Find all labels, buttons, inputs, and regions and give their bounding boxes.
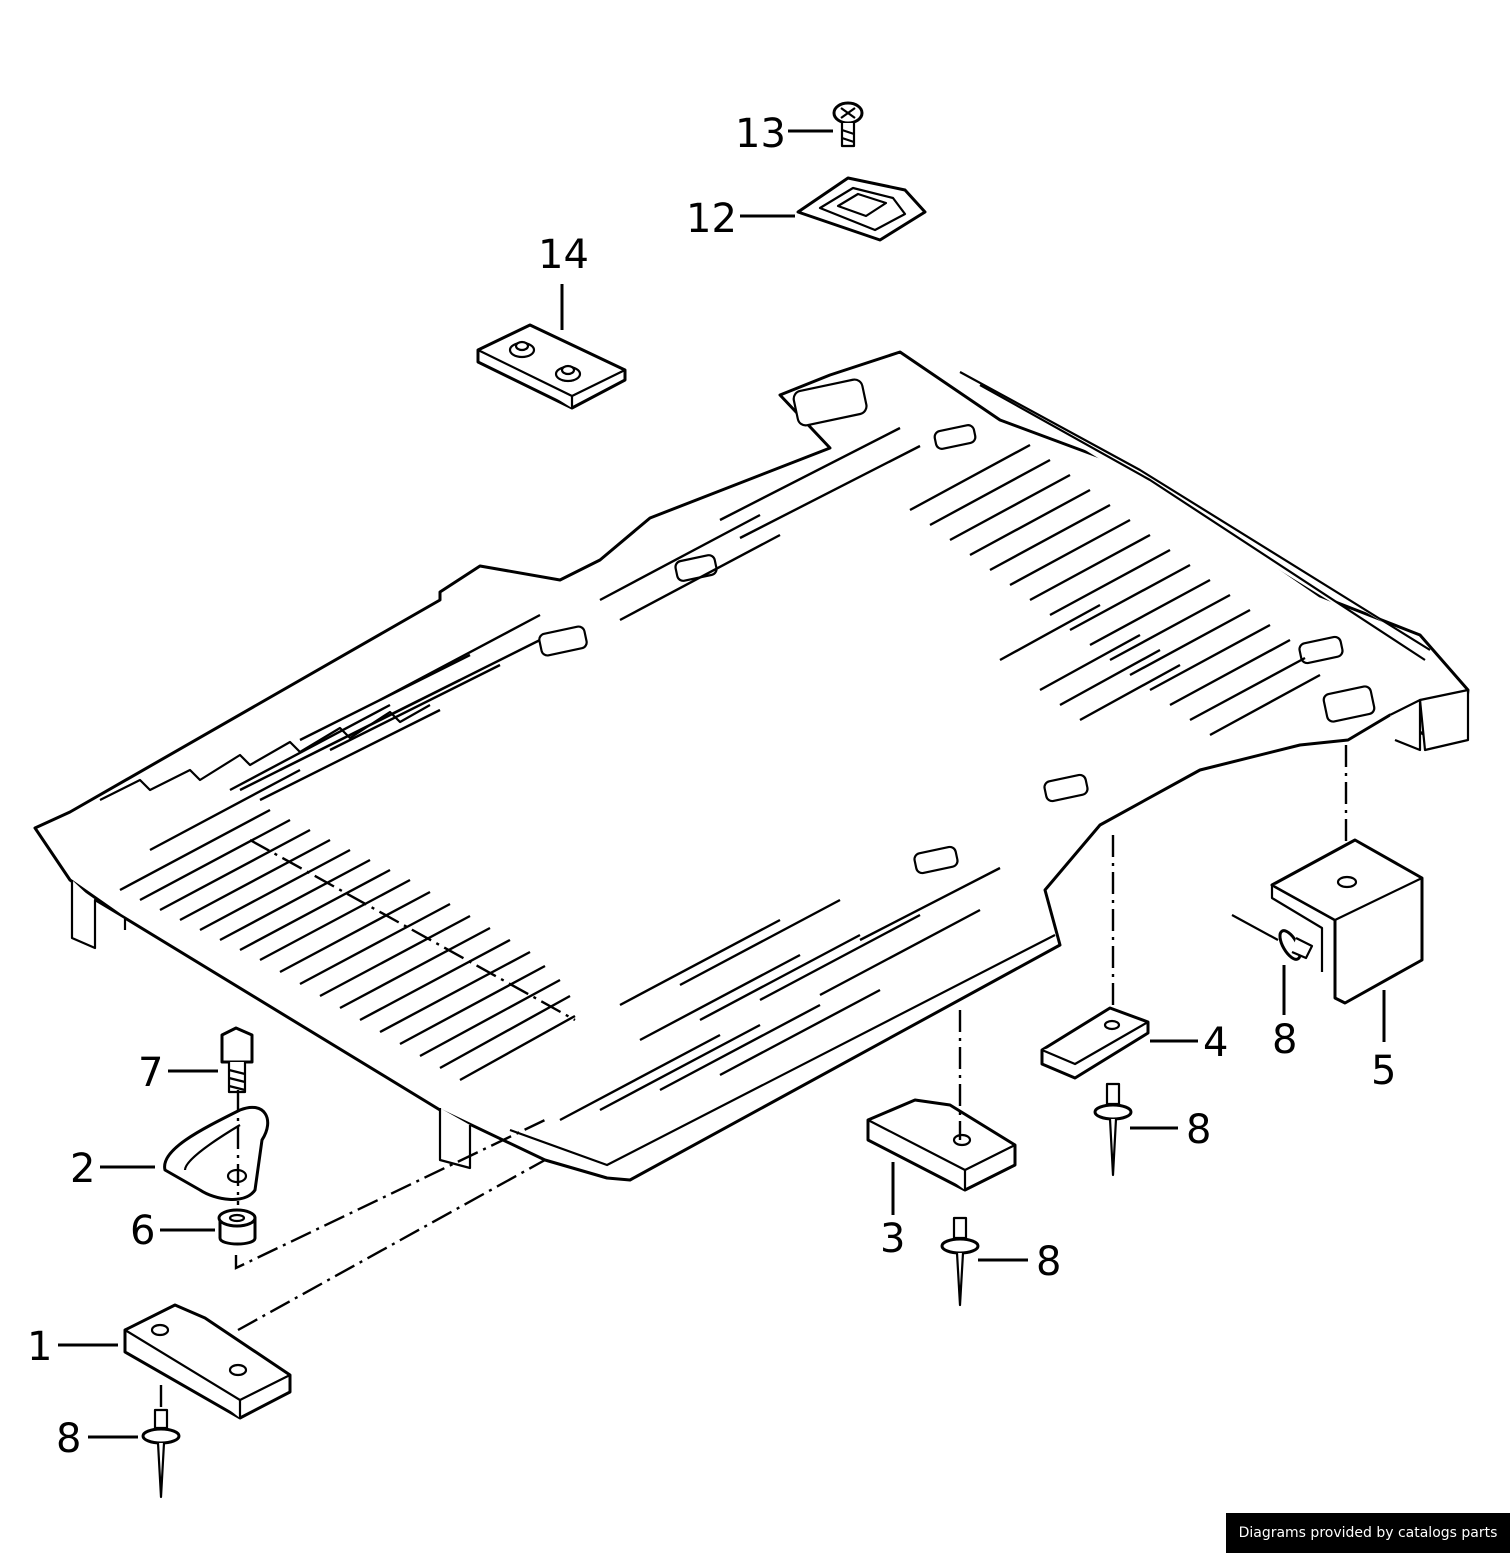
part-2-tie-down-loop xyxy=(163,1105,270,1201)
part-8-rivet-b xyxy=(940,1216,980,1307)
callout-8-d: 8 xyxy=(1272,1017,1297,1063)
callout-3: 3 xyxy=(880,1216,905,1262)
part-1-bracket xyxy=(123,1303,292,1420)
part-7-bolt xyxy=(220,1026,254,1094)
part-3-bracket xyxy=(866,1098,1017,1192)
callout-7: 7 xyxy=(138,1050,163,1096)
callout-8-c: 8 xyxy=(1186,1107,1211,1153)
part-8-rivet-c xyxy=(1093,1082,1133,1177)
part-6-spacer xyxy=(217,1208,257,1246)
part-8-rivet-d xyxy=(1231,914,1314,961)
callout-labels: 1 2 3 4 5 6 7 8 8 8 8 12 13 14 xyxy=(27,111,1396,1462)
part-14-plate xyxy=(476,323,627,410)
part-12-plate xyxy=(796,176,927,242)
part-13-screw xyxy=(832,101,864,148)
floor-panel xyxy=(33,350,1470,1182)
callout-5: 5 xyxy=(1371,1048,1396,1094)
callout-4: 4 xyxy=(1203,1020,1228,1066)
callout-13: 13 xyxy=(735,111,786,157)
floor-slots-rear xyxy=(229,426,921,792)
callout-6: 6 xyxy=(130,1208,155,1254)
credit-banner: Diagrams provided by catalogs parts xyxy=(1226,1513,1510,1553)
assembly-lines xyxy=(159,745,1348,1410)
callout-2: 2 xyxy=(70,1146,95,1192)
credit-text: Diagrams provided by catalogs parts xyxy=(1238,1525,1498,1541)
callout-8-b: 8 xyxy=(1036,1239,1061,1285)
callout-1: 1 xyxy=(27,1324,52,1370)
part-5-mounting-block xyxy=(1270,838,1424,1005)
part-8-rivet-a xyxy=(141,1408,181,1499)
callout-8-a: 8 xyxy=(56,1416,81,1462)
callout-12: 12 xyxy=(686,196,737,242)
leader-lines xyxy=(58,129,1386,1439)
callout-14: 14 xyxy=(538,232,589,278)
part-4-plate xyxy=(1040,1006,1150,1080)
floor-slots-right xyxy=(909,443,1321,737)
floor-slots-front xyxy=(559,866,1001,1122)
